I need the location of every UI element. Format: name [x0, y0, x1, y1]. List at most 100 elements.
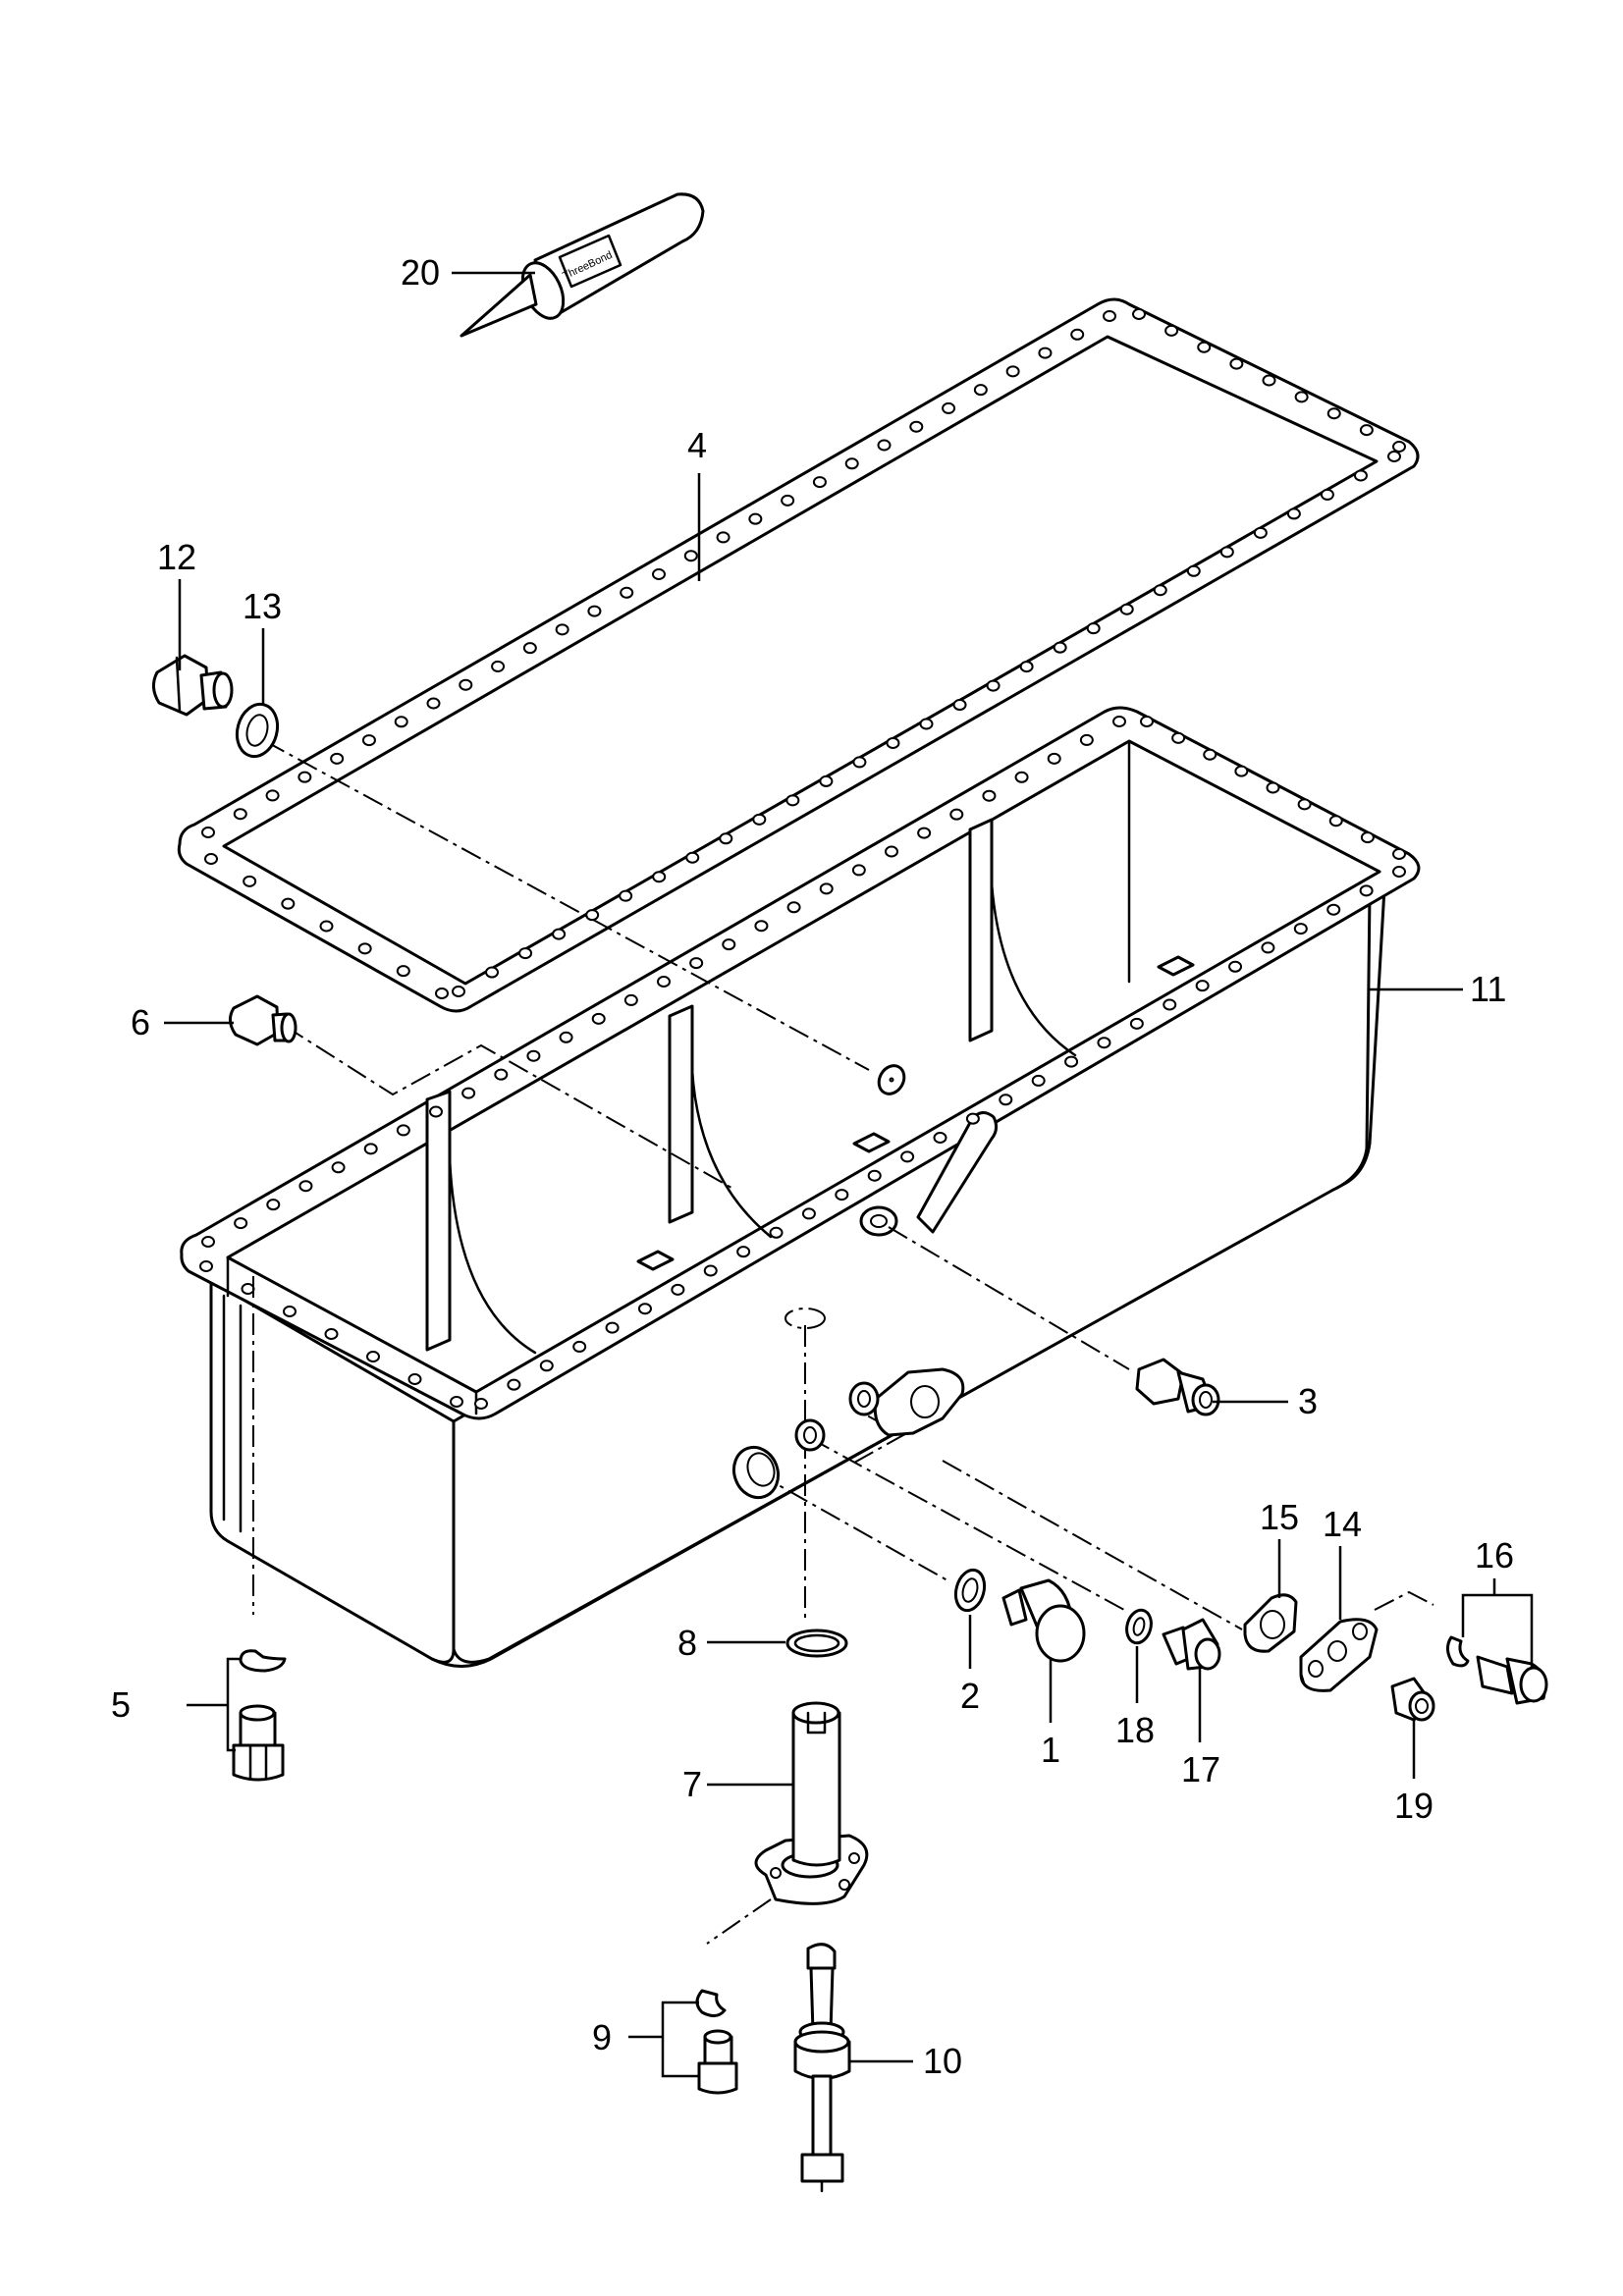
- bolt-hole: [394, 716, 408, 728]
- bolt-hole: [366, 1351, 380, 1362]
- bolt-hole: [973, 384, 988, 397]
- callout-11: 11: [1470, 969, 1506, 1009]
- bolt-hole: [319, 920, 334, 933]
- bolt-hole: [1186, 564, 1201, 577]
- callout-7: 7: [682, 1764, 702, 1804]
- bolt-hole: [485, 966, 500, 979]
- bolt-hole: [1392, 866, 1406, 878]
- oil-pan-gasket: [177, 297, 1420, 1013]
- bolt-hole: [1228, 960, 1243, 973]
- bolt-hole: [1266, 781, 1280, 794]
- side-cover-flange: [848, 1367, 965, 1437]
- callout-numbers: 20 4 12 13 6 11 3 5 8 7 9 10 2 1 18 17 1…: [111, 252, 1514, 2081]
- bolt-hole: [1086, 622, 1101, 635]
- bolt-hole: [781, 494, 795, 507]
- cover-bolt-set-16: [1446, 1635, 1548, 1705]
- bolt-hole: [1297, 798, 1312, 811]
- bolt-hole: [620, 586, 634, 599]
- bolt-hole: [522, 642, 537, 655]
- bolt-hole: [450, 1396, 463, 1408]
- bolt-hole: [736, 1246, 751, 1258]
- bolt-hole: [1129, 1017, 1144, 1030]
- bolt-hole: [426, 697, 441, 710]
- bolt-hole: [652, 568, 666, 580]
- bolt-hole: [1293, 923, 1308, 935]
- plug-12: [152, 654, 234, 717]
- bolt-hole: [1047, 752, 1061, 765]
- callout-12: 12: [157, 537, 196, 577]
- bolt-hole: [1253, 526, 1268, 539]
- callout-1: 1: [1041, 1730, 1060, 1770]
- bolt-hole: [919, 718, 934, 730]
- assembly-center-lines: [252, 740, 1434, 1945]
- bolt-hole: [900, 1150, 915, 1163]
- bolt-hole: [619, 889, 633, 902]
- bolt-hole: [1234, 765, 1249, 777]
- bolt-hole: [877, 439, 892, 452]
- cover-gasket-15: [1243, 1593, 1298, 1653]
- bolt-hole: [201, 1236, 215, 1248]
- bolt-hole: [585, 909, 600, 922]
- bolt-hole: [885, 845, 898, 858]
- bolt-hole: [526, 1049, 541, 1062]
- bolt-hole: [933, 1132, 947, 1144]
- callout-8: 8: [677, 1623, 697, 1663]
- bolt-hole: [491, 660, 506, 672]
- callout-5: 5: [111, 1684, 131, 1725]
- bolt-hole: [917, 827, 932, 839]
- bolt-hole: [1005, 365, 1020, 378]
- bolt-hole: [361, 734, 376, 747]
- bolt-hole: [999, 1094, 1013, 1106]
- suction-pipe-7: [754, 1701, 869, 1905]
- bolt-hole: [265, 789, 280, 802]
- bolt-hole: [1353, 469, 1368, 482]
- bolt-hole: [1387, 451, 1401, 462]
- bolt-hole: [942, 401, 956, 414]
- bolt-hole: [685, 851, 700, 864]
- callout-10: 10: [923, 2041, 962, 2081]
- bolt-hole: [605, 1321, 620, 1334]
- drain-boss: [731, 1418, 826, 1500]
- bolt-hole: [1064, 1055, 1079, 1068]
- bolt-hole: [1132, 308, 1146, 320]
- pipe-bolt-set-9: [695, 1989, 738, 2095]
- bolt-hole: [396, 1124, 410, 1137]
- seal-ring-inner: [889, 1077, 894, 1083]
- bolt-hole: [1326, 407, 1341, 420]
- bolt-hole: [1359, 884, 1374, 897]
- bolt-hole: [396, 965, 410, 978]
- bolt-hole: [266, 1199, 281, 1211]
- bolt-hole: [459, 678, 473, 691]
- bolt-hole: [539, 1360, 554, 1372]
- bolt-hole: [429, 1105, 443, 1118]
- bolt-hole: [518, 947, 533, 960]
- bolt-hole: [452, 986, 465, 997]
- callout-18: 18: [1115, 1710, 1155, 1750]
- bolt-hole: [555, 623, 569, 636]
- sealant-tube: ThreeBond: [460, 192, 705, 338]
- bolt-hole: [298, 771, 312, 783]
- bolt-hole: [1164, 324, 1179, 337]
- callout-16: 16: [1475, 1535, 1514, 1575]
- bolt-hole: [949, 808, 964, 821]
- bolt-hole: [1229, 357, 1244, 370]
- bolt-hole: [754, 920, 769, 933]
- bolt-hole: [330, 752, 345, 765]
- bolt-hole: [1112, 716, 1126, 727]
- bolt-hole: [1219, 546, 1234, 559]
- bolt-hole: [591, 1012, 606, 1025]
- callout-2: 2: [960, 1676, 980, 1716]
- bolt-hole: [1328, 815, 1343, 828]
- bolt-hole: [801, 1207, 816, 1220]
- bolt-hole: [1079, 733, 1094, 746]
- bolt-hole: [1360, 831, 1375, 844]
- bolt-hole: [1197, 341, 1212, 353]
- bolt-hole: [1153, 584, 1167, 597]
- bolt-hole: [1392, 441, 1406, 453]
- bolt-hole: [785, 794, 800, 807]
- cover-plate-14: [1299, 1618, 1379, 1692]
- bolt-hole: [812, 476, 827, 489]
- bolt-hole: [572, 1340, 587, 1353]
- callout-14: 14: [1323, 1504, 1362, 1544]
- bolt-hole: [786, 901, 801, 914]
